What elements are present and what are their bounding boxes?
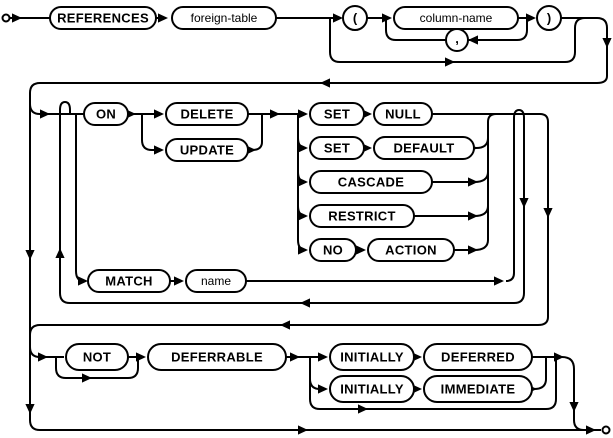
- keyword-references-label: REFERENCES: [57, 11, 149, 26]
- keyword-deferred-label: DEFERRED: [441, 350, 515, 365]
- lparen-node: [342, 5, 368, 31]
- keyword-null-box: [373, 102, 433, 126]
- keyword-no-box: [309, 238, 357, 262]
- keyword-restrict-box: [309, 204, 415, 228]
- keyword-not-label: NOT: [83, 350, 111, 365]
- keyword-null-label: NULL: [385, 107, 421, 122]
- keyword-no-label: NO: [323, 243, 343, 258]
- keyword-delete-box: [165, 102, 249, 126]
- keyword-action-label: ACTION: [385, 243, 437, 258]
- keyword-initially1-label: INITIALLY: [340, 350, 404, 365]
- arrowheads: [12, 13, 612, 435]
- nonterminal-column-name-box: [393, 6, 519, 30]
- nonterminal-column-name-label: column-name: [420, 11, 493, 25]
- keyword-update-label: UPDATE: [180, 143, 234, 158]
- keyword-immediate-box: [423, 375, 533, 403]
- keyword-initially1-box: [329, 343, 415, 371]
- keyword-default-label: DEFAULT: [393, 141, 454, 156]
- keyword-on-label: ON: [96, 107, 116, 122]
- end-terminal-icon: [601, 425, 611, 435]
- keyword-on-box: [83, 102, 129, 126]
- nonterminal-name-label: name: [201, 274, 231, 288]
- keyword-immediate-label: IMMEDIATE: [441, 382, 516, 397]
- rparen-node: [536, 5, 562, 31]
- keyword-set2-label: SET: [324, 141, 350, 156]
- rparen-label: ): [547, 11, 551, 26]
- start-terminal-icon: [1, 13, 11, 23]
- keyword-set1-label: SET: [324, 107, 350, 122]
- keyword-references-box: [49, 6, 157, 30]
- keyword-set1-box: [309, 102, 365, 126]
- keyword-cascade-label: CASCADE: [338, 175, 404, 190]
- keyword-deferred-box: [423, 343, 533, 371]
- keyword-set2-box: [309, 136, 365, 160]
- keyword-default-box: [373, 136, 475, 160]
- keyword-deferrable-box: [147, 343, 287, 371]
- keyword-update-box: [165, 138, 249, 162]
- syntax-nodes: REFERENCES foreign-table column-name ON …: [49, 6, 533, 403]
- keyword-match-label: MATCH: [105, 274, 152, 289]
- punctuation-nodes: ( , ): [342, 5, 562, 52]
- keyword-initially2-label: INITIALLY: [340, 382, 404, 397]
- keyword-cascade-box: [309, 170, 433, 194]
- comma-label: ,: [455, 31, 459, 46]
- keyword-initially2-box: [329, 375, 415, 403]
- keyword-deferrable-label: DEFERRABLE: [171, 350, 263, 365]
- keyword-action-box: [367, 238, 455, 262]
- keyword-match-box: [87, 269, 171, 293]
- keyword-not-box: [65, 343, 129, 371]
- nonterminal-foreign-table-box: [171, 6, 277, 30]
- lparen-label: (: [353, 11, 358, 26]
- keyword-restrict-label: RESTRICT: [328, 209, 395, 224]
- nonterminal-foreign-table-label: foreign-table: [191, 11, 258, 25]
- nonterminal-name-box: [185, 269, 247, 293]
- keyword-delete-label: DELETE: [180, 107, 233, 122]
